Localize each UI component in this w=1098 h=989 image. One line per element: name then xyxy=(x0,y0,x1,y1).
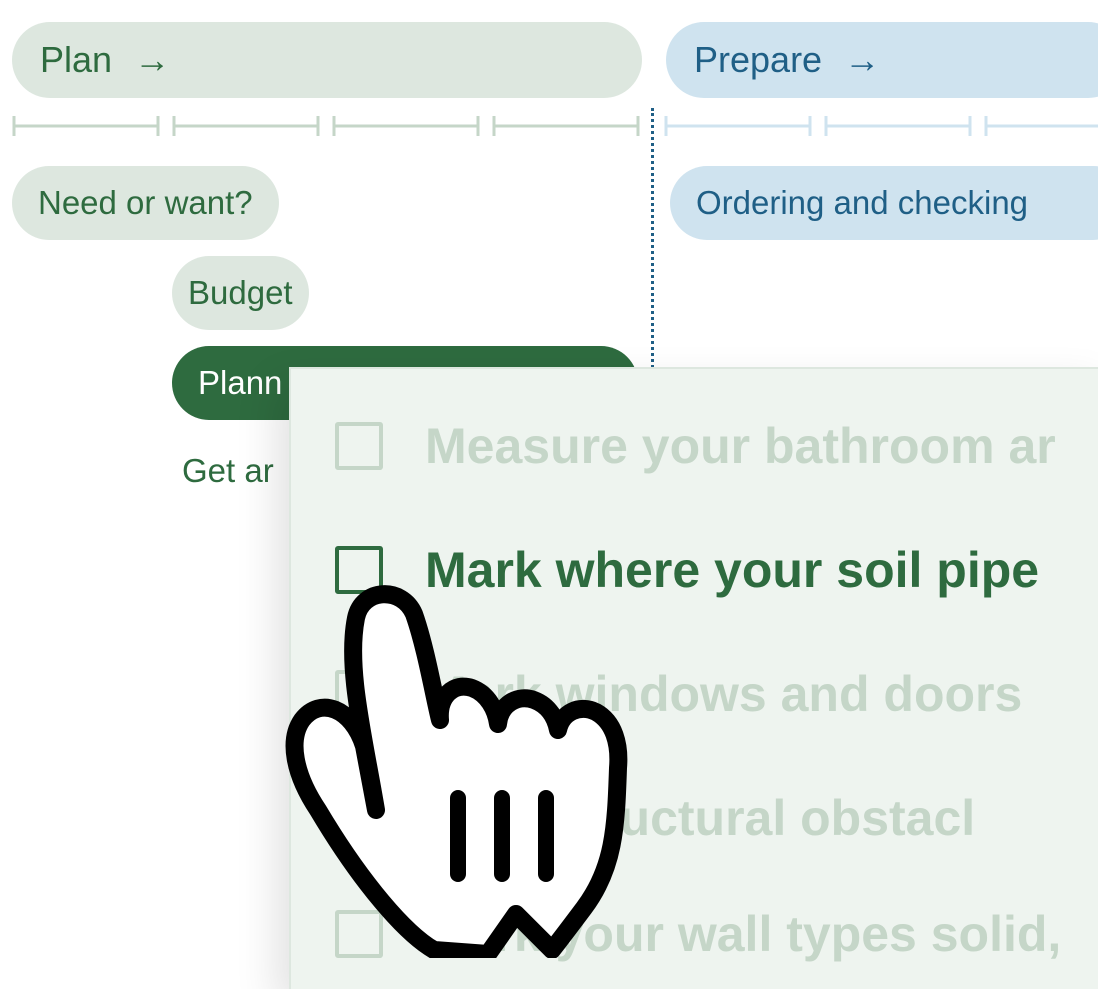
phase-plan-label: Plan xyxy=(40,39,113,80)
hand-pointer-icon xyxy=(285,585,628,958)
phase-prepare[interactable]: Prepare → xyxy=(666,22,1098,98)
checklist-item-text: Mark where your soil pipe xyxy=(425,542,1040,598)
checkbox[interactable] xyxy=(335,910,383,958)
checkbox[interactable] xyxy=(335,422,383,470)
step-label: Plann xyxy=(198,364,283,401)
step-get-an[interactable]: Get ar xyxy=(182,452,274,489)
step-label: Budget xyxy=(188,274,293,311)
step-label: Ordering and checking xyxy=(696,184,1029,221)
checklist-item-text: Measure your bathroom ar xyxy=(425,418,1056,474)
checkbox[interactable] xyxy=(335,546,383,594)
timeline-prepare-segments xyxy=(664,116,1098,136)
step-label: Need or want? xyxy=(38,184,253,221)
step-need-or-want[interactable]: Need or want? xyxy=(12,166,279,240)
arrow-right-icon: → xyxy=(844,39,881,80)
timeline-plan-segments xyxy=(12,116,640,136)
phase-prepare-label: Prepare xyxy=(694,39,823,80)
step-ordering-and-checking[interactable]: Ordering and checking xyxy=(670,166,1098,240)
checklist-item[interactable]: Measure your bathroom ar xyxy=(335,417,1056,475)
step-budget[interactable]: Budget xyxy=(172,256,309,330)
timeline-ruler xyxy=(12,116,1098,136)
phase-plan[interactable]: Plan → xyxy=(12,22,642,98)
arrow-right-icon: → xyxy=(134,39,171,80)
checklist-item-active[interactable]: Mark where your soil pipe xyxy=(335,541,1039,599)
phase-divider xyxy=(651,108,654,368)
